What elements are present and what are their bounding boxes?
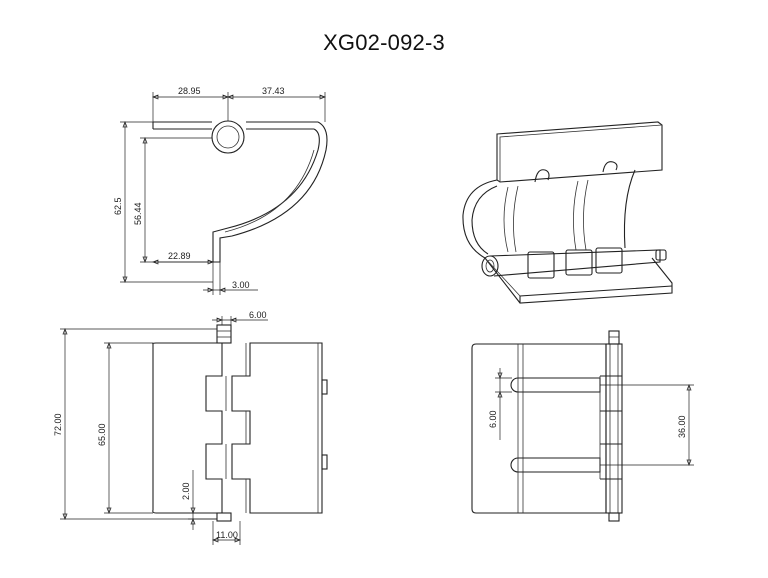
dim-slot-spacing: 36.00 <box>677 415 687 438</box>
dim-height-outer: 62.5 <box>113 197 123 215</box>
isometric-view <box>462 121 673 304</box>
dim-thickness: 3.00 <box>232 280 250 290</box>
side-profile-view: 28.95 37.43 62.5 56.44 22.89 3.00 <box>113 86 328 295</box>
dim-total-height: 72.00 <box>53 413 63 436</box>
dim-gap: 2.00 <box>181 482 191 500</box>
dim-top-left: 28.95 <box>178 86 201 96</box>
dim-pin-offset: 6.00 <box>249 310 267 320</box>
dim-slot-width: 6.00 <box>488 410 498 428</box>
dim-inner-width: 22.89 <box>168 251 191 261</box>
drawing-title: XG02-092-3 <box>323 30 445 55</box>
dim-leaf-height: 65.00 <box>97 423 107 446</box>
dim-top-right: 37.43 <box>262 86 285 96</box>
rear-view: 6.00 36.00 <box>471 330 694 522</box>
dim-height-inner: 56.44 <box>133 202 143 225</box>
front-view: 6.00 72.00 65.00 2.00 11.00 <box>53 310 328 545</box>
dim-pin-width: 11.00 <box>216 530 238 540</box>
